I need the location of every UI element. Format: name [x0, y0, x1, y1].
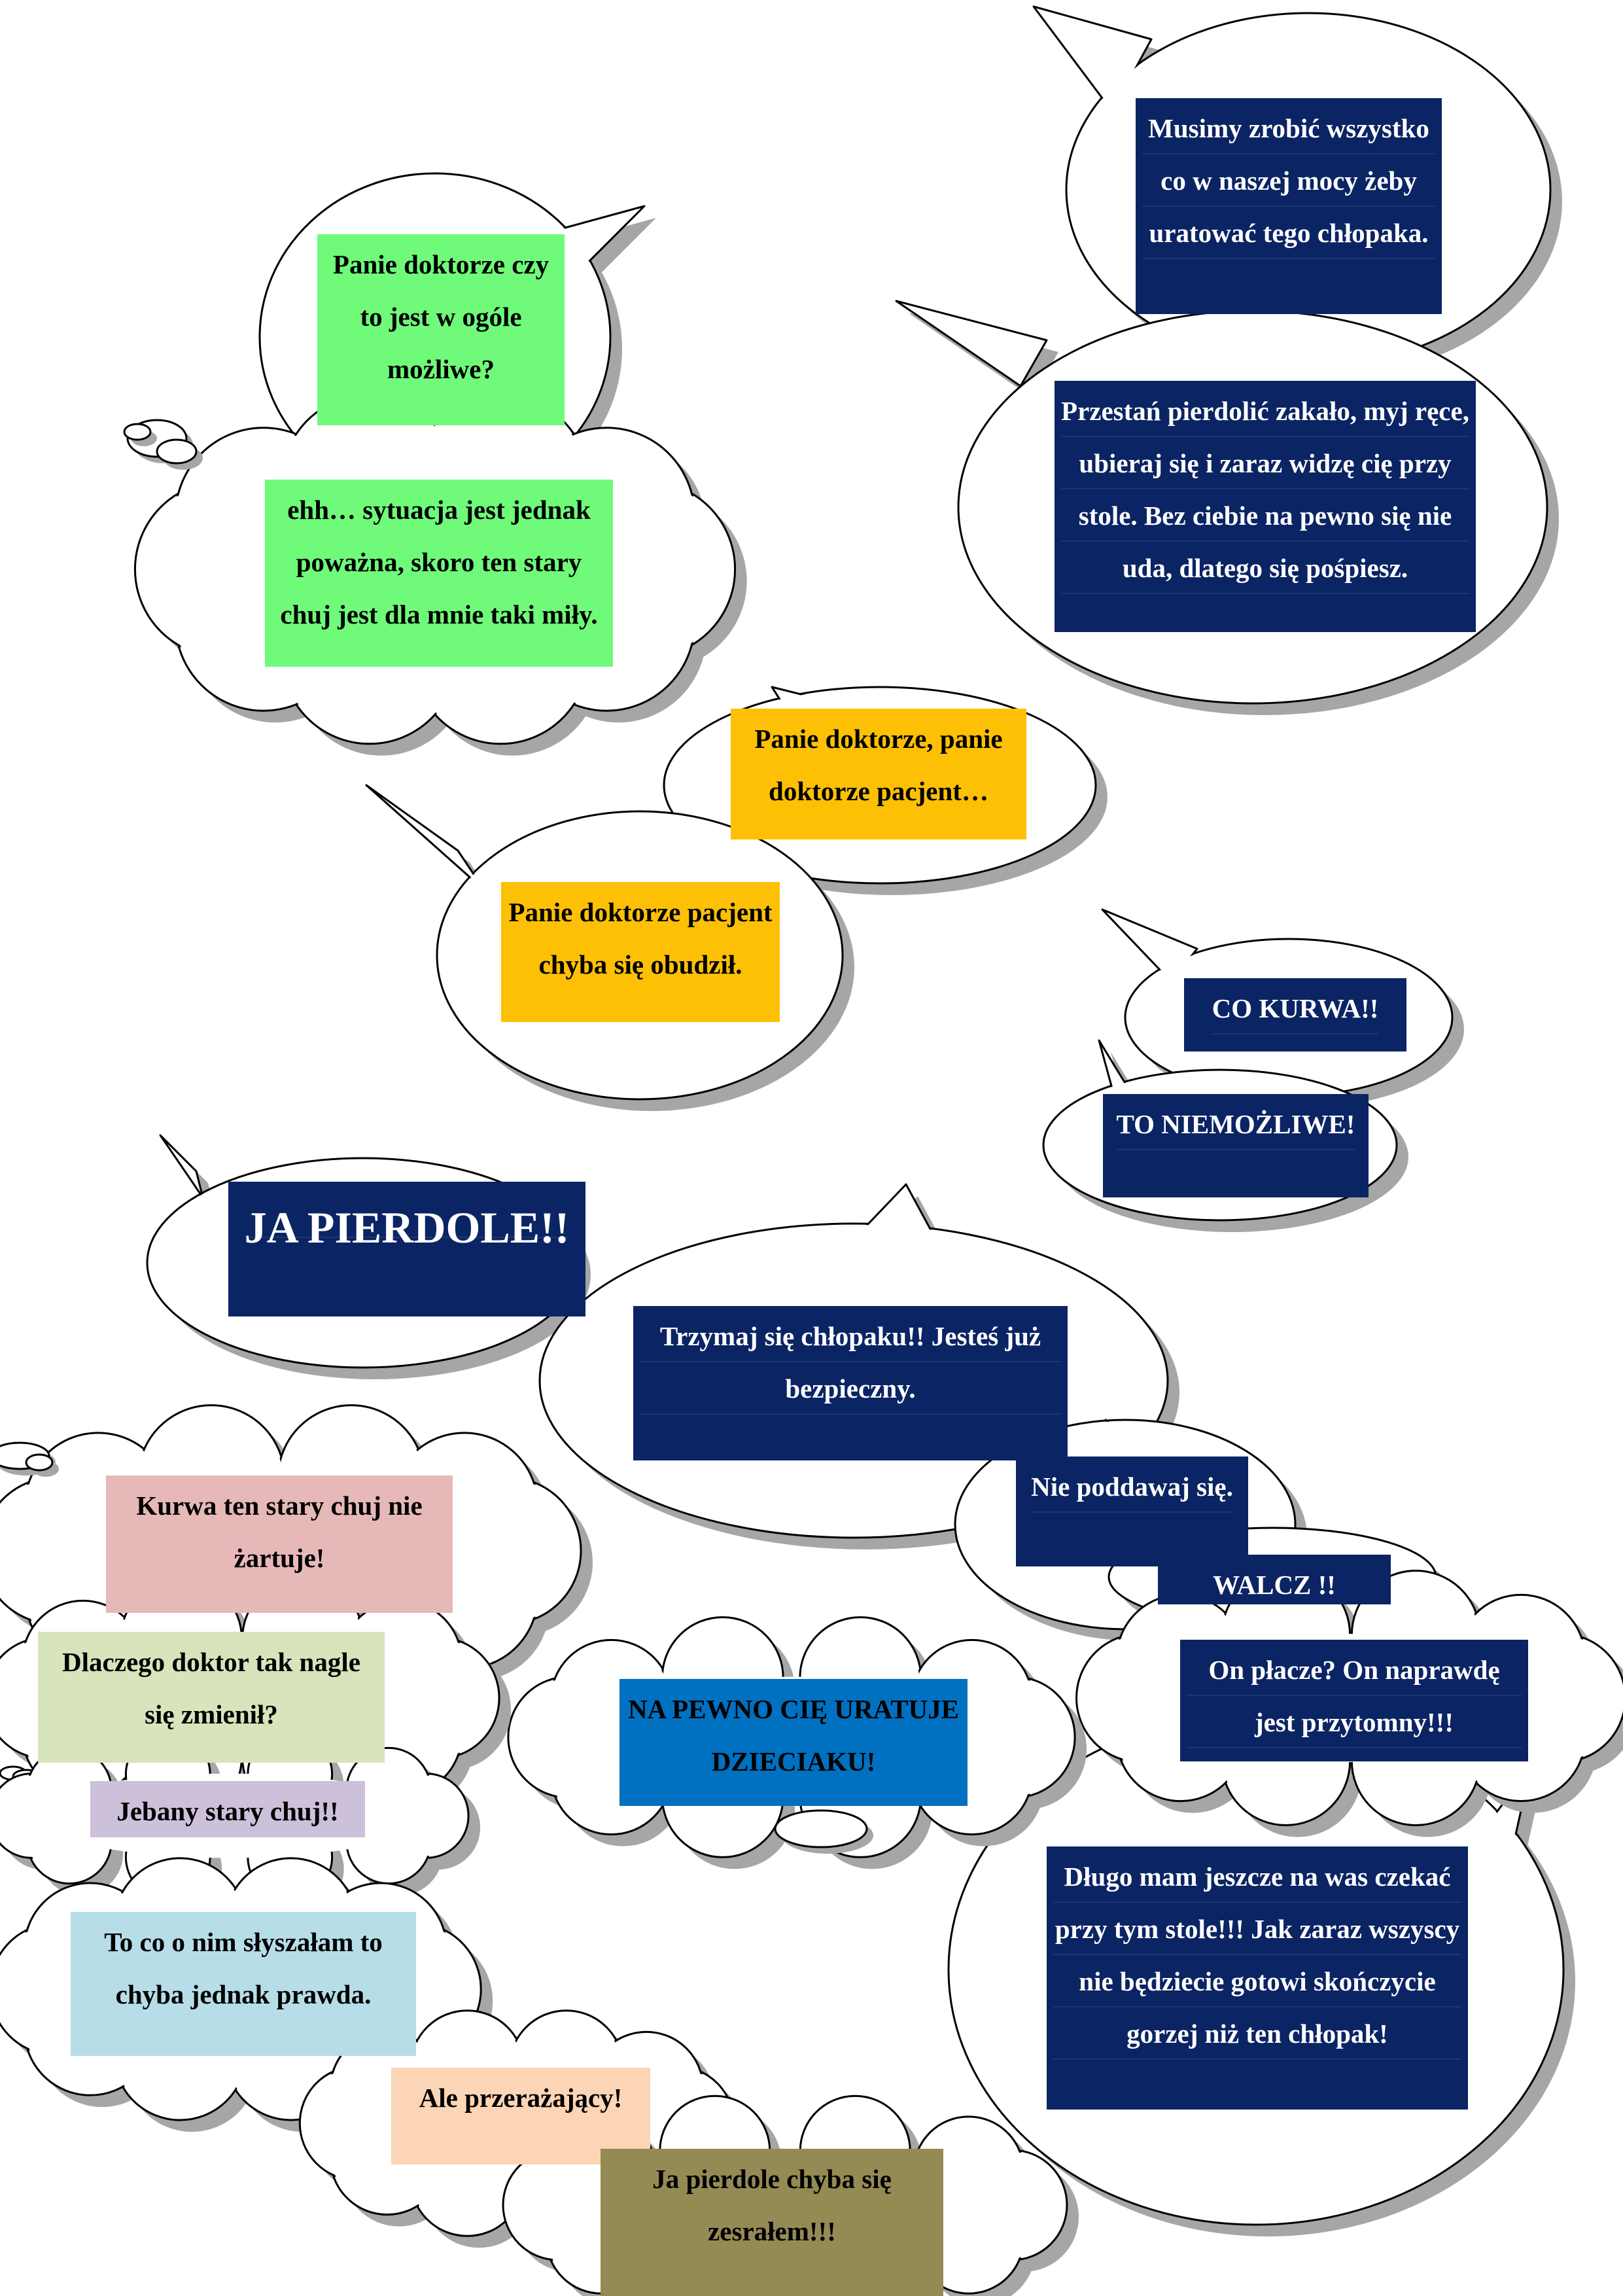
- speech-text: Jebany stary chuj!!: [116, 1796, 339, 1826]
- speech-text: NA PEWNO CIĘ URATUJE DZIECIAKU!: [627, 1694, 960, 1776]
- speech-text: On płacze? On naprawdę jest przytomny!!!: [1187, 1644, 1522, 1748]
- speech-b4: Przestań pierdolić zakało, myj ręce, ubi…: [1055, 381, 1476, 632]
- speech-text: Panie doktorze pacjent chyba się obudził…: [508, 897, 773, 980]
- speech-text: To co o nim słyszałam to chyba jednak pr…: [104, 1927, 383, 2009]
- speech-text: Panie doktorze, panie doktorze pacjent…: [754, 724, 1003, 806]
- speech-b1: Panie doktorze czy to jest w ogóle możli…: [317, 234, 565, 425]
- speech-text: CO KURWA!!: [1212, 982, 1379, 1034]
- thought-b13: On płacze? On naprawdę jest przytomny!!!: [1180, 1640, 1528, 1761]
- speech-b7: CO KURWA!!: [1184, 978, 1406, 1051]
- thought-b15: NA PEWNO CIĘ URATUJE DZIECIAKU!: [620, 1679, 968, 1806]
- speech-text: Musimy zrobić wszystko co w naszej mocy …: [1142, 102, 1435, 259]
- speech-text: Ja pierdole chyba się zesrałem!!!: [652, 2164, 892, 2246]
- speech-text: Trzymaj się chłopaku!! Jesteś już bezpie…: [640, 1310, 1061, 1415]
- speech-text: Przestań pierdolić zakało, myj ręce, ubi…: [1061, 385, 1469, 594]
- thought-b17: Dlaczego doktor tak nagle się zmienił?: [38, 1632, 385, 1763]
- speech-b5: Panie doktorze, panie doktorze pacjent…: [731, 709, 1026, 839]
- speech-text: WALCZ !!: [1213, 1559, 1336, 1611]
- thought-b18: Jebany stary chuj!!: [90, 1781, 365, 1837]
- thought-b16: Kurwa ten stary chuj nie żartuje!: [106, 1475, 453, 1613]
- speech-b10: Trzymaj się chłopaku!! Jesteś już bezpie…: [633, 1306, 1068, 1460]
- speech-text: Długo mam jeszcze na was czekać przy tym…: [1053, 1850, 1461, 2060]
- thought-b19: To co o nim słyszałam to chyba jednak pr…: [71, 1912, 416, 2056]
- speech-text: Ale przerażający!: [419, 2083, 623, 2113]
- speech-text: JA PIERDOLE!!: [244, 1186, 570, 1269]
- speech-text: Panie doktorze czy to jest w ogóle możli…: [332, 249, 550, 384]
- thought-b20: Ale przerażający!: [391, 2068, 650, 2164]
- speech-b6: Panie doktorze pacjent chyba się obudził…: [501, 882, 780, 1022]
- speech-b12: WALCZ !!: [1158, 1555, 1391, 1611]
- thought-b2: ehh… sytuacja jest jednak poważna, skoro…: [265, 480, 613, 667]
- speech-b8: TO NIEMOŻLIWE!: [1103, 1094, 1369, 1197]
- speech-b11: Nie poddawaj się.: [1016, 1457, 1248, 1566]
- speech-text: Dlaczego doktor tak nagle się zmienił?: [62, 1647, 360, 1729]
- speech-text: Nie poddawaj się.: [1031, 1460, 1233, 1513]
- thought-b21: Ja pierdole chyba się zesrałem!!!: [601, 2149, 943, 2296]
- speech-text: Kurwa ten stary chuj nie żartuje!: [136, 1491, 423, 1573]
- speech-b14: Długo mam jeszcze na was czekać przy tym…: [1047, 1846, 1468, 2110]
- speech-text: ehh… sytuacja jest jednak poważna, skoro…: [280, 495, 598, 629]
- speech-b9: JA PIERDOLE!!: [228, 1182, 585, 1316]
- speech-b3: Musimy zrobić wszystko co w naszej mocy …: [1136, 98, 1442, 314]
- speech-text: TO NIEMOŻLIWE!: [1116, 1098, 1355, 1150]
